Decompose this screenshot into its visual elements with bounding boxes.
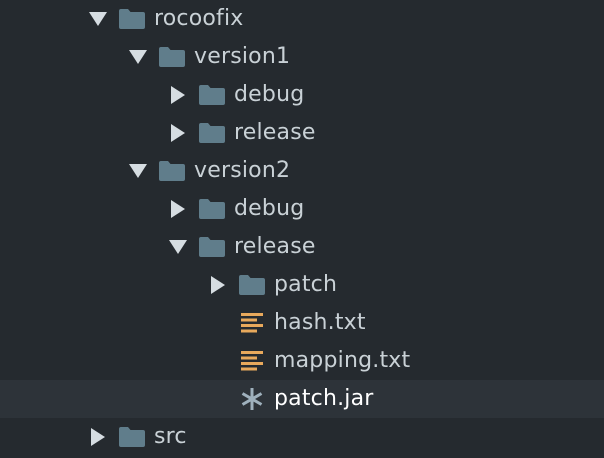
tree-item-label: hash.txt (274, 310, 366, 335)
tree-item-debug[interactable]: debug (0, 190, 604, 228)
tree-item-release[interactable]: release (0, 228, 604, 266)
chevron-down-icon[interactable] (124, 152, 152, 190)
folder-icon (198, 190, 226, 228)
folder-icon (198, 76, 226, 114)
tree-item-label: patch.jar (274, 386, 374, 411)
folder-icon (158, 38, 186, 76)
tree-item-version1[interactable]: version1 (0, 38, 604, 76)
tree-item-label: version2 (194, 158, 291, 183)
chevron-right-icon[interactable] (164, 190, 192, 228)
chevron-right-icon[interactable] (204, 266, 232, 304)
tree-item-label: debug (234, 82, 305, 107)
tree-item-label: mapping.txt (274, 348, 411, 373)
folder-icon (118, 418, 146, 456)
tree-item-patch-jar[interactable]: patch.jar (0, 380, 604, 418)
folder-icon (118, 0, 146, 38)
folder-icon (198, 114, 226, 152)
tree-item-label: patch (274, 272, 338, 297)
folder-icon (198, 228, 226, 266)
chevron-right-icon[interactable] (84, 418, 112, 456)
tree-item-label: src (154, 424, 187, 449)
tree-item-hash-txt[interactable]: hash.txt (0, 304, 604, 342)
tree-item-label: release (234, 120, 316, 145)
chevron-right-icon[interactable] (164, 76, 192, 114)
text-file-icon (238, 342, 266, 380)
arrow-spacer (204, 342, 232, 380)
tree-item-mapping-txt[interactable]: mapping.txt (0, 342, 604, 380)
folder-icon (158, 152, 186, 190)
chevron-right-icon[interactable] (164, 114, 192, 152)
folder-icon (238, 266, 266, 304)
tree-item-rocoofix[interactable]: rocoofix (0, 0, 604, 38)
text-file-icon (238, 304, 266, 342)
arrow-spacer (204, 304, 232, 342)
arrow-spacer (204, 380, 232, 418)
tree-item-label: version1 (194, 44, 291, 69)
chevron-down-icon[interactable] (124, 38, 152, 76)
tree-item-release[interactable]: release (0, 114, 604, 152)
tree-item-label: rocoofix (154, 6, 244, 31)
tree-item-version2[interactable]: version2 (0, 152, 604, 190)
tree-item-patch[interactable]: patch (0, 266, 604, 304)
asterisk-file-icon (238, 380, 266, 418)
tree-item-src[interactable]: src (0, 418, 604, 456)
chevron-down-icon[interactable] (84, 0, 112, 38)
tree-item-label: release (234, 234, 316, 259)
tree-item-debug[interactable]: debug (0, 76, 604, 114)
tree-item-label: debug (234, 196, 305, 221)
chevron-down-icon[interactable] (164, 228, 192, 266)
